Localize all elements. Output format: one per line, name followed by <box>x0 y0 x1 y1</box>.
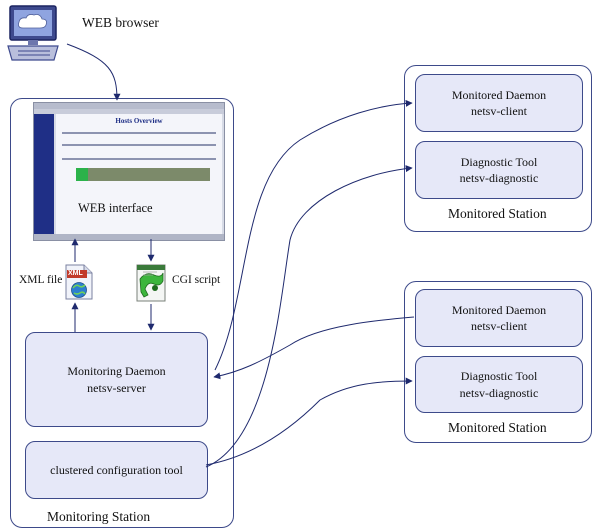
xml-file-label: XML file <box>19 274 63 286</box>
cgi-script-label: CGI script <box>172 274 221 286</box>
monitoring-daemon-box[interactable]: Monitoring Daemon netsv-server <box>25 332 208 427</box>
web-interface-screenshot[interactable]: Hosts Overview <box>33 102 225 241</box>
diagnostic-tool-box-2[interactable]: Diagnostic Tool netsv-diagnostic <box>415 356 583 413</box>
monitored-station-label-2: Monitored Station <box>448 420 547 435</box>
monitored-daemon-name-2: Monitored Daemon <box>451 302 547 317</box>
web-browser-icon <box>6 4 62 64</box>
monitoring-station-label: Monitoring Station <box>47 509 151 524</box>
monitored-daemon-box-2[interactable]: Monitored Daemon netsv-client <box>415 289 583 347</box>
monitored-daemon-name-1: Monitored Daemon <box>451 87 547 102</box>
monitored-daemon-process-2: netsv-client <box>471 319 527 333</box>
screenshot-sidebar <box>34 114 54 234</box>
screenshot-title: Hosts Overview <box>115 117 163 125</box>
web-browser-label: WEB browser <box>82 15 159 30</box>
monitored-station-label-1: Monitored Station <box>448 206 547 221</box>
web-interface-label: WEB interface <box>78 201 153 215</box>
diagnostic-tool-name-1: Diagnostic Tool <box>460 154 538 169</box>
screenshot-status-row <box>76 168 210 181</box>
diagnostic-tool-process-2: netsv-diagnostic <box>459 385 539 400</box>
xml-file-icon <box>64 263 94 301</box>
diagnostic-tool-box-1[interactable]: Diagnostic Tool netsv-diagnostic <box>415 141 583 199</box>
cgi-script-icon <box>135 263 167 303</box>
monitored-daemon-box-1[interactable]: Monitored Daemon netsv-client <box>415 74 583 132</box>
monitored-daemon-process-1: netsv-client <box>471 104 527 118</box>
clustered-configuration-tool-box[interactable]: clustered configuration tool <box>25 441 208 499</box>
diagnostic-tool-name-2: Diagnostic Tool <box>460 369 538 384</box>
config-to-diagnostic-1-arrow <box>205 165 413 468</box>
diagnostic-tool-process-1: netsv-diagnostic <box>459 171 539 185</box>
client-2-to-server-arrow <box>213 316 415 380</box>
monitoring-daemon-process: netsv-server <box>87 380 146 395</box>
monitoring-daemon-name: Monitoring Daemon <box>67 364 166 379</box>
xml-icon-text: XML <box>68 270 83 277</box>
config-tool-name: clustered configuration tool <box>50 462 183 477</box>
config-to-diagnostic-2-arrow <box>205 377 413 466</box>
server-to-client-1-arrow <box>214 99 413 371</box>
browser-to-web-interface-arrow <box>66 43 121 101</box>
